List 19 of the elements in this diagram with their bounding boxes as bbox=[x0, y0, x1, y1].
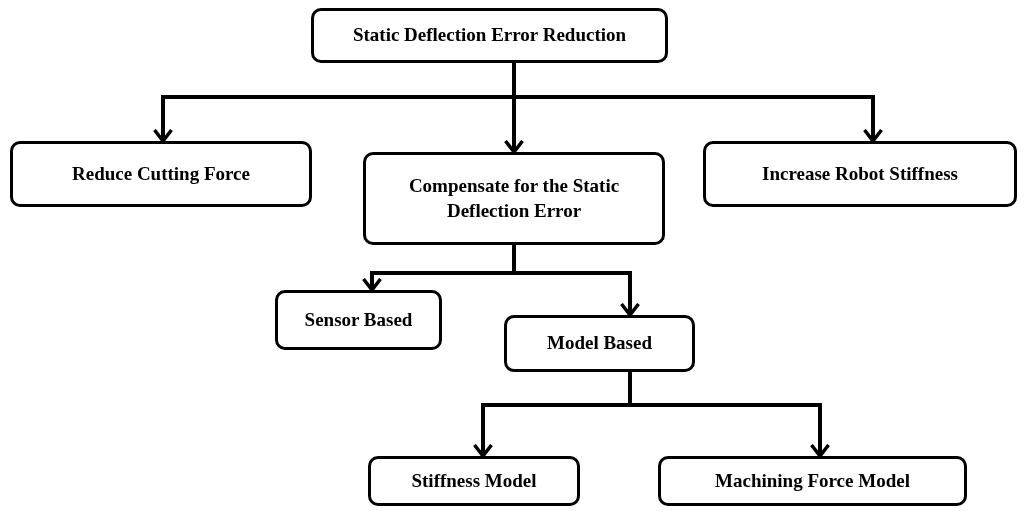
process-box bbox=[275, 290, 442, 350]
process-box bbox=[658, 456, 967, 506]
arrow bbox=[512, 63, 884, 143]
process-box bbox=[368, 456, 580, 506]
box-label: Model Based bbox=[547, 331, 652, 356]
box-label: Compensate for the Static Deflection Error bbox=[407, 173, 621, 223]
process-box bbox=[10, 141, 312, 207]
box-label: Reduce Cutting Force bbox=[72, 161, 250, 186]
box-label: Increase Robot Stiffness bbox=[762, 161, 958, 186]
process-box bbox=[703, 141, 1017, 207]
process-box bbox=[363, 152, 665, 245]
arrow bbox=[628, 372, 831, 458]
process-box bbox=[311, 8, 668, 63]
arrow bbox=[512, 245, 641, 317]
box-label: Machining Force Model bbox=[715, 468, 910, 493]
box-label: Sensor Based bbox=[304, 307, 413, 332]
process-box bbox=[504, 315, 695, 372]
box-label: Stiffness Model bbox=[411, 468, 537, 493]
box-label: Static Deflection Error Reduction bbox=[352, 23, 627, 48]
